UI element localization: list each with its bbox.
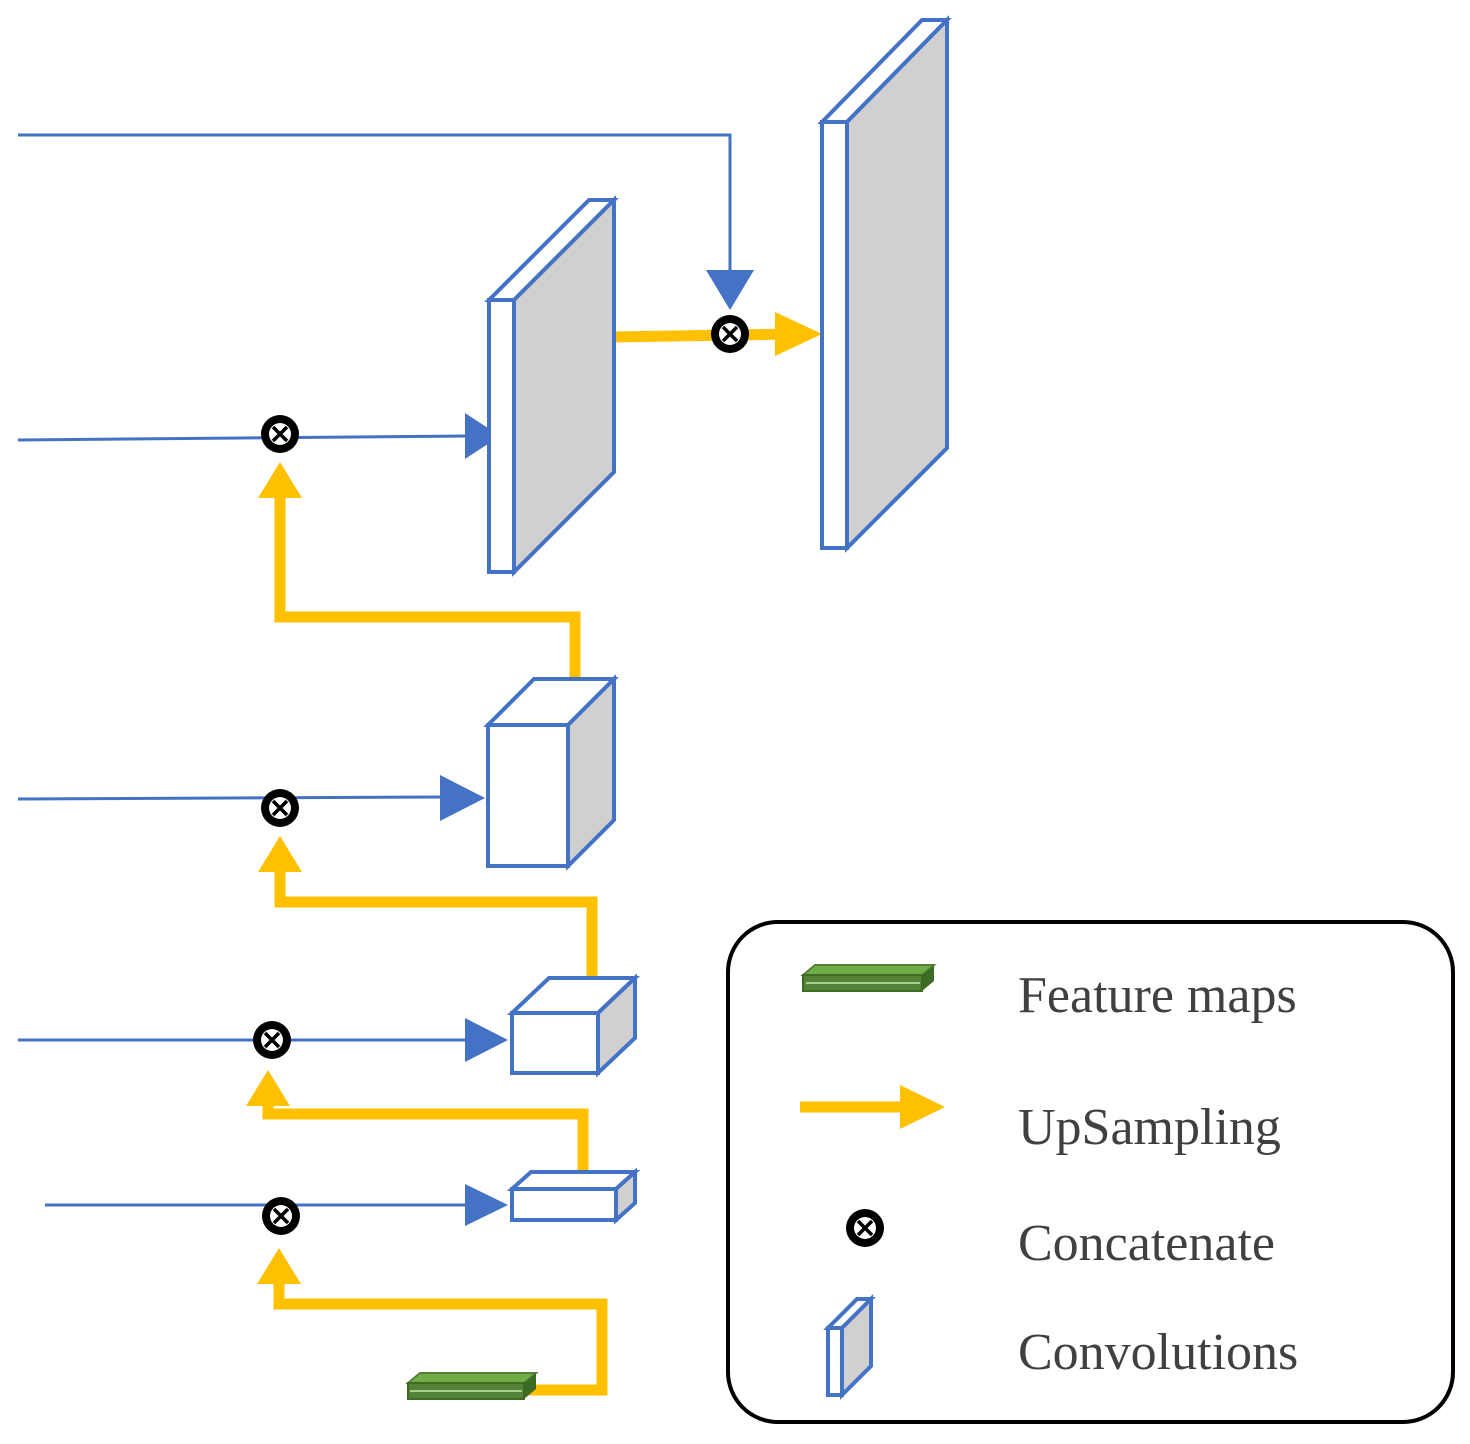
circled-times-icon [261, 415, 299, 453]
circled-times-icon [261, 789, 299, 827]
legend-label-feature-maps: Feature maps [1018, 967, 1297, 1024]
arrow-right-icon [465, 1184, 508, 1226]
conv-slab-icon [823, 1294, 876, 1400]
upsample-line-level-1 [273, 1275, 608, 1396]
upsample-line-level-2 [262, 1098, 589, 1172]
arrow-up-icon [257, 1248, 301, 1284]
legend-label-concatenate: Concatenate [1018, 1215, 1275, 1272]
skip-line-level-4 [17, 434, 471, 442]
legend-label-convolutions: Convolutions [1018, 1324, 1298, 1381]
circled-times-icon [711, 315, 749, 353]
arrow-right-icon [800, 1085, 945, 1129]
arrow-up-icon [246, 1070, 290, 1106]
skip-connections [17, 133, 732, 1207]
feature-map-bar-icon [800, 964, 937, 992]
arrow-up-icon [258, 836, 302, 872]
skip-arrowheads [440, 270, 754, 1226]
feature-map-bar-icon [405, 1372, 539, 1400]
conv-block-level-2 [506, 973, 641, 1078]
upsample-line-top [611, 328, 791, 343]
conv-blocks [483, 15, 952, 1225]
arrow-right-icon [465, 1018, 508, 1062]
upsampling-arrowheads [246, 312, 822, 1284]
upsample-line-level-3 [274, 862, 598, 978]
arrow-right-icon [440, 775, 485, 821]
circled-times-icon [262, 1197, 300, 1235]
skip-line-level-3 [17, 795, 446, 801]
arrow-up-icon [258, 462, 302, 498]
arrow-right-icon [465, 413, 500, 459]
arrow-right-icon [775, 312, 822, 356]
conv-block-level-3 [483, 674, 619, 871]
legend-box [726, 920, 1455, 1424]
concat-nodes [253, 315, 749, 1235]
upsample-line-level-4 [274, 488, 581, 680]
legend-label-upsampling: UpSampling [1018, 1099, 1281, 1156]
circled-times-icon [846, 1209, 884, 1247]
skip-line-top [18, 133, 732, 280]
arrow-down-icon [706, 270, 754, 310]
legend: Feature maps UpSampling Concatenate Conv… [726, 920, 1455, 1424]
conv-block-output [817, 15, 952, 553]
conv-block-level-4 [484, 195, 619, 577]
circled-times-icon [253, 1021, 291, 1059]
conv-block-level-1 [506, 1167, 641, 1225]
